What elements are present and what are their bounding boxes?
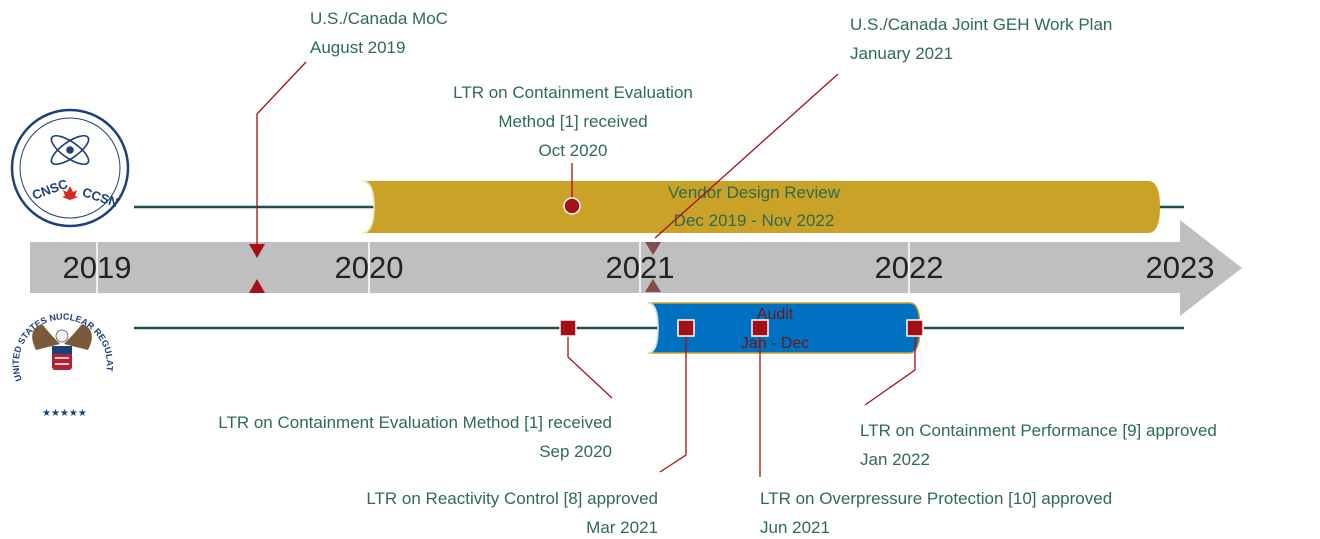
leader-lines bbox=[256, 61, 916, 477]
event-overpressure: LTR on Overpressure Protection [10] appr… bbox=[760, 489, 1112, 537]
vendor-review-title: Vendor Design Review bbox=[668, 183, 841, 202]
event-reactivity: LTR on Reactivity Control [8] approved M… bbox=[366, 489, 658, 537]
leader-containment-received-sep bbox=[567, 328, 613, 399]
moc-marker bbox=[249, 244, 265, 293]
cnsc-logo: CNSC CCSN bbox=[10, 108, 130, 228]
leader-reactivity bbox=[659, 328, 687, 473]
atom-icon bbox=[50, 134, 90, 166]
event-overpressure-title: LTR on Overpressure Protection [10] appr… bbox=[760, 489, 1112, 508]
event-moc-date: August 2019 bbox=[310, 38, 405, 57]
year-label-2021: 2021 bbox=[606, 250, 675, 285]
timeline-axis-arrow bbox=[30, 220, 1242, 316]
star-row-icon: ★★★★★ bbox=[42, 408, 87, 419]
event-containment-sep-title: LTR on Containment Evaluation Method [1]… bbox=[218, 413, 612, 432]
event-containment-received-sep: LTR on Containment Evaluation Method [1]… bbox=[218, 413, 612, 461]
year-dividers bbox=[96, 242, 910, 293]
audit-bar bbox=[647, 302, 921, 354]
containment-received-oct-marker bbox=[563, 197, 581, 215]
year-label-2019: 2019 bbox=[63, 250, 132, 285]
reactivity-marker bbox=[677, 319, 695, 337]
audit-title: Audit bbox=[757, 306, 794, 323]
event-work-plan-title: U.S./Canada Joint GEH Work Plan bbox=[850, 15, 1112, 34]
containment-received-sep-marker bbox=[559, 319, 577, 337]
event-containment-oct-date: Oct 2020 bbox=[539, 141, 608, 160]
event-containment-oct-line2: Method [1] received bbox=[498, 112, 647, 131]
event-work-plan: U.S./Canada Joint GEH Work Plan January … bbox=[850, 15, 1112, 63]
leader-work-plan bbox=[654, 73, 839, 239]
vendor-review-dates: Dec 2019 - Nov 2022 bbox=[674, 211, 835, 230]
event-containment-performance: LTR on Containment Performance [9] appro… bbox=[860, 421, 1217, 469]
event-reactivity-date: Mar 2021 bbox=[586, 518, 658, 537]
event-reactivity-title: LTR on Reactivity Control [8] approved bbox=[366, 489, 658, 508]
event-moc-title: U.S./Canada MoC bbox=[310, 9, 448, 28]
event-containment-performance-date: Jan 2022 bbox=[860, 450, 930, 469]
event-containment-oct-line1: LTR on Containment Evaluation bbox=[453, 83, 693, 102]
year-label-2023: 2023 bbox=[1146, 250, 1215, 285]
year-label-2022: 2022 bbox=[875, 250, 944, 285]
containment-performance-marker bbox=[906, 319, 924, 337]
event-moc: U.S./Canada MoC August 2019 bbox=[310, 9, 448, 57]
event-work-plan-date: January 2021 bbox=[850, 44, 953, 63]
event-containment-received-oct: LTR on Containment Evaluation Method [1]… bbox=[453, 83, 693, 160]
leader-moc bbox=[256, 61, 307, 244]
work-plan-marker bbox=[645, 242, 661, 292]
maple-leaf-icon bbox=[62, 186, 78, 200]
eagle-icon bbox=[32, 324, 92, 370]
leader-containment-performance bbox=[864, 328, 916, 406]
overpressure-marker bbox=[751, 319, 769, 337]
event-containment-sep-date: Sep 2020 bbox=[539, 442, 612, 461]
audit-dates: Jan - Dec bbox=[741, 335, 809, 352]
vendor-review-bar bbox=[361, 180, 1160, 234]
year-label-2020: 2020 bbox=[335, 250, 404, 285]
event-containment-performance-title: LTR on Containment Performance [9] appro… bbox=[860, 421, 1217, 440]
event-overpressure-date: Jun 2021 bbox=[760, 518, 830, 537]
